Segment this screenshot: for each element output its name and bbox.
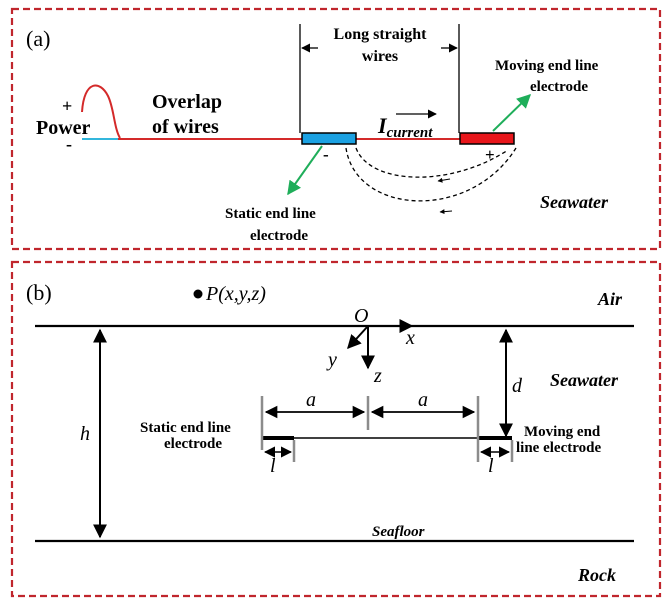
y-axis-label: y bbox=[326, 349, 337, 371]
power-minus-sign: - bbox=[66, 134, 72, 154]
depth-h-label: h bbox=[80, 423, 90, 445]
point-p-marker bbox=[193, 289, 203, 299]
panel-b-label: (b) bbox=[26, 280, 52, 305]
static-electrode-label-line1: Static end line bbox=[225, 206, 316, 222]
dim-a-left-label: a bbox=[306, 389, 316, 411]
static-end-electrode bbox=[301, 132, 357, 145]
current-symbol: Icurrent bbox=[377, 113, 433, 141]
return-arc-arrowhead-inner bbox=[437, 177, 451, 183]
static-electrode-label-line2: electrode bbox=[250, 228, 308, 244]
moving-electrode-label-line2: electrode bbox=[530, 79, 588, 95]
y-axis-arrow bbox=[347, 325, 369, 350]
long-wires-label-line2: wires bbox=[362, 48, 398, 65]
origin-label: O bbox=[354, 305, 368, 327]
moving-end-electrode bbox=[459, 132, 515, 145]
moving-electrode-plus: + bbox=[485, 145, 495, 164]
x-axis-label: x bbox=[405, 327, 415, 349]
static-electrode-b-label-line2: electrode bbox=[164, 436, 222, 452]
overlap-label-line2: of wires bbox=[152, 116, 219, 138]
air-label: Air bbox=[597, 289, 623, 309]
point-p-label: P(x,y,z) bbox=[205, 283, 266, 305]
panel-a-label: (a) bbox=[26, 26, 50, 51]
panel-b-frame bbox=[10, 260, 662, 598]
moving-electrode-b-label-line1: Moving end bbox=[524, 424, 601, 440]
power-plus-sign: + bbox=[62, 96, 72, 116]
z-axis-label: z bbox=[373, 365, 382, 387]
static-electrode-pointer bbox=[287, 145, 323, 196]
moving-electrode-pointer bbox=[492, 94, 532, 132]
rock-label: Rock bbox=[577, 565, 616, 585]
static-electrode-b-label-line1: Static end line bbox=[140, 420, 231, 436]
seawater-label: Seawater bbox=[550, 370, 619, 390]
moving-electrode-b-label-line2: line electrode bbox=[516, 440, 601, 456]
seafloor-label: Seafloor bbox=[372, 524, 425, 540]
static-electrode-minus: - bbox=[323, 145, 329, 164]
depth-d-label: d bbox=[512, 375, 523, 397]
dim-a-right-label: a bbox=[418, 389, 428, 411]
panel-a-frame bbox=[10, 7, 662, 251]
overlap-label-line1: Overlap bbox=[152, 91, 222, 113]
dim-l-right-label: l bbox=[488, 455, 494, 477]
current-return-arc-inner bbox=[355, 147, 509, 178]
long-wires-label-line1: Long straight bbox=[334, 26, 428, 43]
power-positive-lead bbox=[81, 84, 121, 139]
dim-l-left-label: l bbox=[270, 455, 276, 477]
panel-a-medium-label: Seawater bbox=[540, 192, 609, 212]
power-label: Power bbox=[36, 117, 91, 139]
return-arc-arrowhead-outer bbox=[439, 209, 453, 215]
moving-electrode-label-line1: Moving end line bbox=[495, 58, 599, 74]
current-return-arc-outer bbox=[345, 147, 517, 202]
